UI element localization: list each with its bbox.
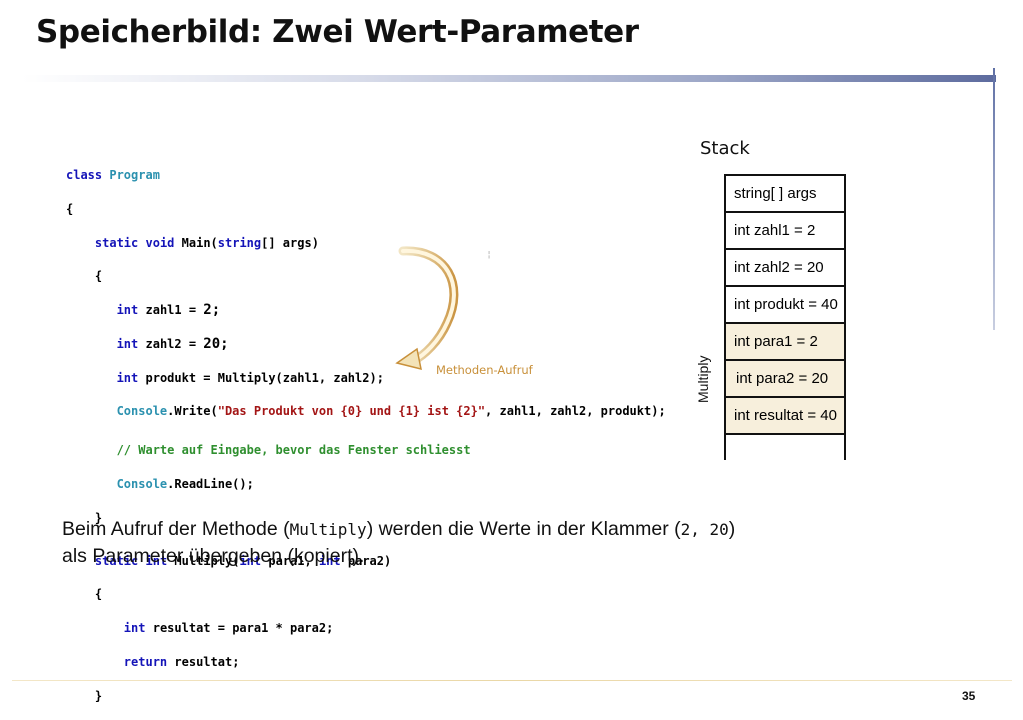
stack-cell-zahl2: int zahl2 = 20 bbox=[726, 248, 844, 285]
slide-title: Speicherbild: Zwei Wert-Parameter bbox=[36, 14, 639, 50]
stack-cell-produkt: int produkt = 40 bbox=[726, 285, 844, 322]
stack-label: Stack bbox=[700, 138, 750, 159]
method-call-arrow-icon bbox=[395, 246, 459, 371]
footer-rule bbox=[12, 680, 1012, 681]
code-listing: class Program { static void Main(string[… bbox=[66, 150, 666, 720]
code-line-10: Console.ReadLine(); bbox=[116, 477, 254, 492]
code-line-8: Console.Write("Das Produkt von {0} und {… bbox=[116, 404, 666, 419]
stack-cell-zahl1: int zahl1 = 2 bbox=[726, 211, 844, 248]
code-line-3: static void Main(string[] args) bbox=[94, 235, 319, 250]
stack-cell-args: string[ ] args bbox=[726, 174, 844, 211]
code-line-1: class Program bbox=[66, 167, 160, 182]
stack-frame-multiply-label: Multiply bbox=[695, 355, 711, 403]
stack-cell-resultat: int resultat = 40 bbox=[726, 396, 844, 433]
code-line-14: int resultat = para1 * para2; bbox=[123, 621, 334, 636]
separator-mark: ¦ bbox=[488, 250, 491, 259]
stack-diagram: string[ ] args int zahl1 = 2 int zahl2 =… bbox=[724, 174, 846, 460]
code-line-9: // Warte auf Eingabe, bevor das Fenster … bbox=[116, 443, 471, 458]
code-line-12: static int Multiply(int para1, int para2… bbox=[94, 553, 392, 568]
caption-line-2: als Parameter übergeben (kopiert). bbox=[62, 545, 365, 567]
caption-text: Beim Aufruf der Methode (Multiply) werde… bbox=[62, 516, 962, 569]
code-line-4: { bbox=[94, 269, 103, 284]
code-line-16: } bbox=[94, 688, 103, 703]
code-line-15: return resultat; bbox=[123, 655, 240, 670]
stack-cell-empty bbox=[726, 433, 844, 460]
code-line-11: } bbox=[94, 510, 103, 525]
method-call-label: Methoden-Aufruf bbox=[436, 363, 533, 377]
stack-cell-para1: int para1 = 2 bbox=[726, 322, 844, 359]
right-accent-line bbox=[993, 68, 995, 330]
caption-line-1: Beim Aufruf der Methode (Multiply) werde… bbox=[62, 518, 736, 540]
code-line-5: int zahl1 = 2; bbox=[116, 302, 221, 319]
code-line-13: { bbox=[94, 587, 103, 602]
code-line-7: int produkt = Multiply(zahl1, zahl2); bbox=[116, 370, 384, 385]
stack-cell-para2: int para2 = 20 bbox=[726, 359, 844, 396]
title-underline bbox=[22, 75, 996, 82]
page-number: 35 bbox=[962, 689, 976, 703]
code-line-2: { bbox=[66, 201, 74, 216]
code-line-6: int zahl2 = 20; bbox=[116, 335, 229, 352]
